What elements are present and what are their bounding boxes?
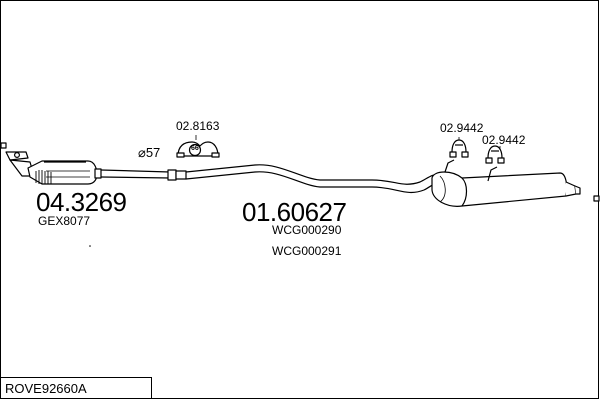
stray-dot <box>89 245 91 247</box>
vehicle-code: ROVE92660A <box>5 381 87 396</box>
rear-silencer <box>431 171 568 207</box>
pipe-clamp <box>167 169 187 181</box>
fitting-number-mount: 02.8163 <box>176 119 220 133</box>
rubber-hanger-1 <box>449 139 469 158</box>
pipe-diameter-label: ⌀57 <box>138 145 161 160</box>
catalytic-converter <box>27 160 98 185</box>
part-number-main: 01.60627 <box>242 197 347 227</box>
part-ref-main-1: WCG000290 <box>272 223 342 237</box>
flex-section <box>35 170 52 184</box>
fitting-number-hanger-2: 02.9442 <box>482 133 526 147</box>
intermediate-pipe <box>185 164 441 194</box>
right-edge-marker <box>593 195 600 202</box>
mount-badge-label: 66 <box>191 145 199 152</box>
part-number-catalyst: 04.3269 <box>36 187 127 217</box>
rubber-hanger-2 <box>485 145 505 164</box>
tailpipe <box>565 181 581 197</box>
left-edge-marker <box>0 142 7 149</box>
front-pipe <box>100 169 171 179</box>
rubber-mount-66 <box>176 141 220 158</box>
silencer-hanger-right <box>487 166 498 182</box>
rear-cone <box>94 168 102 179</box>
part-ref-main-2: WCG000291 <box>272 244 342 258</box>
part-ref-catalyst: GEX8077 <box>38 214 91 228</box>
silencer-hanger-left <box>444 159 455 173</box>
fitting-number-hanger-1: 02.9442 <box>440 121 484 135</box>
front-flange <box>5 151 35 177</box>
vehicle-code-box: ROVE92660A <box>0 377 152 399</box>
